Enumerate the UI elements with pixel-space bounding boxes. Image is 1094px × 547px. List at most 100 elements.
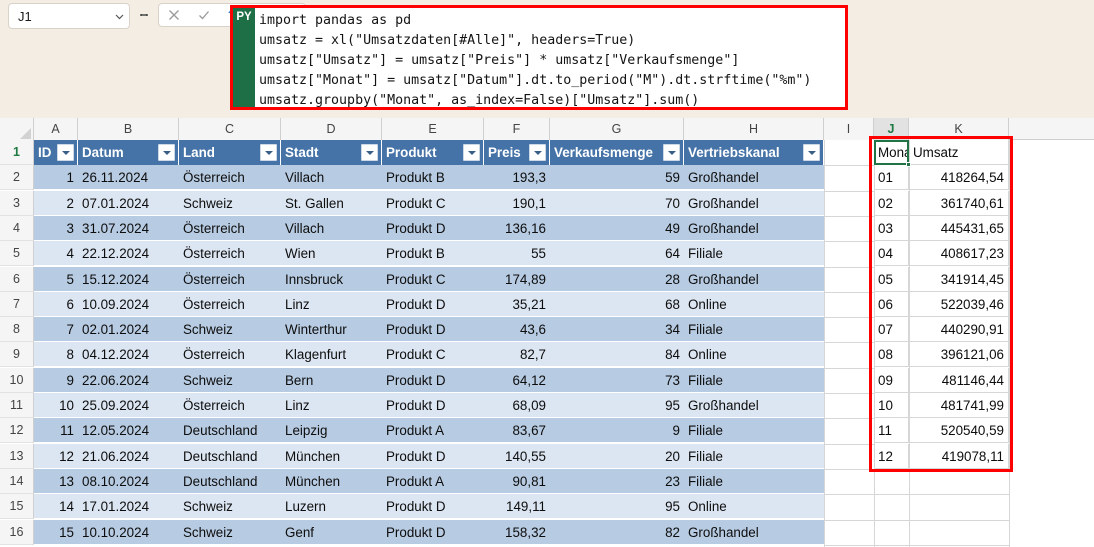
table-cell[interactable]: Klagenfurt	[281, 342, 382, 368]
table-cell[interactable]: Produkt D	[382, 368, 484, 394]
result-cell-monat[interactable]: 03	[874, 216, 909, 242]
row-header-3[interactable]: 3	[0, 191, 34, 217]
result-cell-monat[interactable]: 06	[874, 292, 909, 318]
column-header-F[interactable]: F	[484, 118, 550, 140]
row-header-5[interactable]: 5	[0, 241, 34, 267]
table-cell[interactable]: 190,1	[484, 191, 550, 217]
table-cell[interactable]: Filiale	[684, 368, 824, 394]
table-cell[interactable]: 7	[34, 317, 78, 343]
filter-dropdown-icon[interactable]	[803, 144, 820, 161]
result-cell-umsatz[interactable]: 481146,44	[909, 368, 1009, 394]
result-cell-monat[interactable]: 04	[874, 241, 909, 267]
table-cell[interactable]: Online	[684, 342, 824, 368]
row-header-12[interactable]: 12	[0, 418, 34, 444]
table-header-cell[interactable]: Stadt	[281, 140, 382, 166]
table-cell[interactable]: Linz	[281, 292, 382, 318]
table-cell[interactable]: 22.12.2024	[78, 241, 179, 267]
row-header-8[interactable]: 8	[0, 317, 34, 343]
table-cell[interactable]: 34	[550, 317, 684, 343]
result-header-cell[interactable]: Umsatz	[909, 140, 1009, 166]
table-cell[interactable]: Produkt D	[382, 317, 484, 343]
table-cell[interactable]: Innsbruck	[281, 267, 382, 293]
table-cell[interactable]: 15	[34, 520, 78, 546]
result-cell-umsatz[interactable]: 520540,59	[909, 418, 1009, 444]
table-cell[interactable]: Online	[684, 292, 824, 318]
table-cell[interactable]: 64	[550, 241, 684, 267]
table-cell[interactable]: 43,6	[484, 317, 550, 343]
table-cell[interactable]: Produkt C	[382, 267, 484, 293]
result-cell-umsatz[interactable]: 408617,23	[909, 241, 1009, 267]
table-cell[interactable]: 2	[34, 191, 78, 217]
table-cell[interactable]: Luzern	[281, 494, 382, 520]
table-cell[interactable]: 14	[34, 494, 78, 520]
row-header-11[interactable]: 11	[0, 393, 34, 419]
table-cell[interactable]: Online	[684, 494, 824, 520]
table-cell[interactable]: 25.09.2024	[78, 393, 179, 419]
table-cell[interactable]: München	[281, 444, 382, 470]
table-cell[interactable]: Schweiz	[179, 494, 281, 520]
column-header-G[interactable]: G	[550, 118, 684, 140]
row-header-10[interactable]: 10	[0, 368, 34, 394]
table-cell[interactable]: Schweiz	[179, 191, 281, 217]
table-cell[interactable]: 140,55	[484, 444, 550, 470]
table-cell[interactable]: Produkt D	[382, 444, 484, 470]
column-header-H[interactable]: H	[684, 118, 824, 140]
table-cell[interactable]: Österreich	[179, 342, 281, 368]
table-header-cell[interactable]: ID	[34, 140, 78, 166]
cancel-x-icon[interactable]	[159, 4, 189, 26]
table-cell[interactable]: 10.09.2024	[78, 292, 179, 318]
table-cell[interactable]: Großhandel	[684, 520, 824, 546]
table-cell[interactable]: 3	[34, 216, 78, 242]
result-cell-umsatz[interactable]: 522039,46	[909, 292, 1009, 318]
result-cell-umsatz[interactable]: 481741,99	[909, 393, 1009, 419]
result-cell-monat[interactable]: 02	[874, 191, 909, 217]
row-header-16[interactable]: 16	[0, 520, 34, 546]
table-cell[interactable]: Produkt B	[382, 241, 484, 267]
table-cell[interactable]: 12.05.2024	[78, 418, 179, 444]
table-cell[interactable]: 10	[34, 393, 78, 419]
table-cell[interactable]: 8	[34, 342, 78, 368]
table-cell[interactable]: 158,32	[484, 520, 550, 546]
table-cell[interactable]: Produkt D	[382, 494, 484, 520]
table-cell[interactable]: Produkt D	[382, 292, 484, 318]
table-cell[interactable]: Österreich	[179, 241, 281, 267]
result-cell-umsatz[interactable]: 445431,65	[909, 216, 1009, 242]
result-cell-monat[interactable]: 11	[874, 418, 909, 444]
result-cell-monat[interactable]: 09	[874, 368, 909, 394]
filter-dropdown-icon[interactable]	[361, 144, 378, 161]
row-header-9[interactable]: 9	[0, 342, 34, 368]
result-cell-monat[interactable]: 01	[874, 165, 909, 191]
table-cell[interactable]: 70	[550, 191, 684, 217]
table-cell[interactable]: 49	[550, 216, 684, 242]
fill-handle[interactable]	[906, 162, 911, 167]
table-cell[interactable]: 174,89	[484, 267, 550, 293]
result-cell-umsatz[interactable]: 440290,91	[909, 317, 1009, 343]
table-cell[interactable]: Schweiz	[179, 520, 281, 546]
table-header-cell[interactable]: Produkt	[382, 140, 484, 166]
table-cell[interactable]: 11	[34, 418, 78, 444]
filter-dropdown-icon[interactable]	[529, 144, 546, 161]
table-cell[interactable]: Großhandel	[684, 393, 824, 419]
table-cell[interactable]: Produkt D	[382, 216, 484, 242]
table-cell[interactable]: 193,3	[484, 165, 550, 191]
table-cell[interactable]: 149,11	[484, 494, 550, 520]
result-header-cell[interactable]: Monat	[874, 140, 909, 166]
result-cell-umsatz[interactable]: 419078,11	[909, 444, 1009, 470]
table-cell[interactable]: 21.06.2024	[78, 444, 179, 470]
table-cell[interactable]: Schweiz	[179, 368, 281, 394]
row-header-7[interactable]: 7	[0, 292, 34, 318]
row-header-4[interactable]: 4	[0, 216, 34, 242]
result-cell-monat[interactable]: 07	[874, 317, 909, 343]
column-header-A[interactable]: A	[34, 118, 78, 140]
table-cell[interactable]: Produkt C	[382, 342, 484, 368]
filter-dropdown-icon[interactable]	[463, 144, 480, 161]
table-cell[interactable]: 82,7	[484, 342, 550, 368]
table-cell[interactable]: Leipzig	[281, 418, 382, 444]
table-cell[interactable]: Großhandel	[684, 267, 824, 293]
table-cell[interactable]: Villach	[281, 216, 382, 242]
column-header-B[interactable]: B	[78, 118, 179, 140]
python-formula-editor[interactable]: PY import pandas as pd umsatz = xl("Umsa…	[230, 5, 848, 110]
checkmark-icon[interactable]	[189, 4, 219, 26]
table-cell[interactable]: 6	[34, 292, 78, 318]
table-header-cell[interactable]: Datum	[78, 140, 179, 166]
